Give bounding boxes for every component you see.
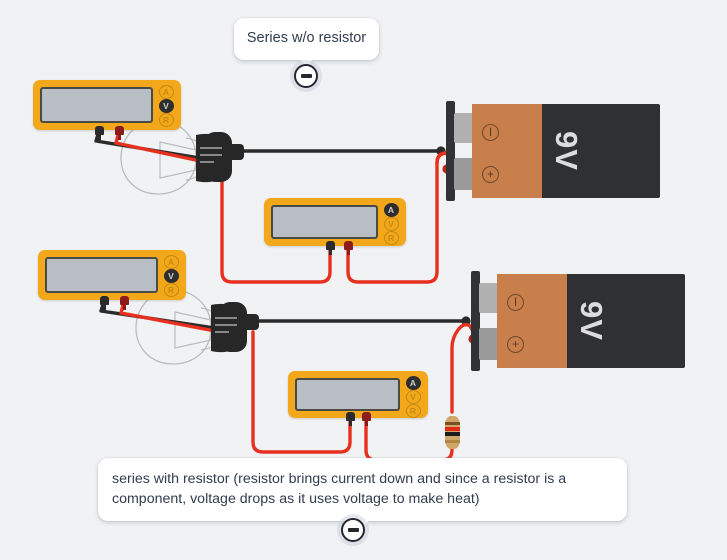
voltmeter-bottom-mode-buttons: A V R <box>160 255 182 297</box>
voltmeter-top-mode-buttons: A V R <box>155 85 177 127</box>
mode-button-amps[interactable]: A <box>383 203 399 217</box>
voltmeter-top-display <box>40 87 153 123</box>
voltmeter-top-probe-negative[interactable] <box>95 126 104 140</box>
note-top-text: Series w/o resistor <box>246 30 367 46</box>
battery-negative-symbol: I <box>482 124 499 141</box>
ammeter-top-probe-negative[interactable] <box>326 241 335 255</box>
battery-face <box>472 104 542 198</box>
ammeter-top-display <box>271 205 378 239</box>
battery-positive-symbol: + <box>507 336 524 353</box>
voltmeter-top[interactable]: A V R <box>33 80 181 130</box>
voltmeter-top-probe-positive[interactable] <box>115 126 124 140</box>
mode-button-amps[interactable]: A <box>158 85 174 99</box>
note-bottom-text: series with resistor (resistor brings cu… <box>112 471 567 508</box>
ammeter-top-mode-buttons: A V R <box>380 203 402 245</box>
voltmeter-bottom-probe-positive[interactable] <box>120 296 129 310</box>
voltmeter-bottom-probe-negative[interactable] <box>100 296 109 310</box>
note-top-tail <box>299 57 314 68</box>
ammeter-top[interactable]: A V R <box>264 198 406 246</box>
wire-bottom-resistor-to-battery <box>450 322 479 414</box>
resistor-band-1 <box>445 422 460 425</box>
battery-positive-symbol: + <box>482 166 499 183</box>
mode-button-amps[interactable]: A <box>163 255 179 269</box>
battery-negative-symbol: I <box>507 294 524 311</box>
mode-button-amps[interactable]: A <box>405 376 421 390</box>
resistor-band-3 <box>445 432 460 436</box>
wire-bottom-ammeter-to-resistor <box>364 412 454 462</box>
note-series-with-resistor[interactable]: series with resistor (resistor brings cu… <box>98 458 627 530</box>
minus-circle-icon <box>347 528 359 532</box>
ammeter-top-probe-positive[interactable] <box>344 241 353 255</box>
battery-bottom[interactable]: 9V I + <box>465 271 687 371</box>
voltmeter-bottom-display <box>45 257 158 293</box>
battery-top[interactable]: 9V I + <box>440 101 662 201</box>
ammeter-bottom-mode-buttons: A V R <box>402 376 424 418</box>
mode-button-volts[interactable]: V <box>383 217 399 231</box>
bulb-socket-top <box>196 132 244 183</box>
wire-bottom-bulb-to-ammeter <box>251 330 352 454</box>
mode-button-ohms[interactable]: R <box>158 113 174 127</box>
resistor-band-4 <box>445 440 460 443</box>
voltmeter-bottom[interactable]: A V R <box>38 250 186 300</box>
resistor-bottom[interactable] <box>445 416 460 449</box>
note-bottom-collapse-toggle[interactable] <box>341 518 365 542</box>
wire-top-bulb-to-ammeter <box>220 160 332 284</box>
note-series-without-resistor[interactable]: Series w/o resistor <box>234 18 379 68</box>
bulb-socket-bottom <box>211 302 259 353</box>
mode-button-ohms[interactable]: R <box>405 404 421 418</box>
mode-button-volts[interactable]: V <box>158 99 174 113</box>
ammeter-bottom-display <box>295 378 400 411</box>
resistor-band-2 <box>445 427 460 431</box>
ammeter-bottom-probe-positive[interactable] <box>362 412 371 426</box>
battery-face <box>497 274 567 368</box>
mode-button-ohms[interactable]: R <box>383 231 399 245</box>
battery-voltage-label: 9V <box>574 301 609 341</box>
probe-top-volt-negative <box>94 129 202 160</box>
ammeter-bottom[interactable]: A V R <box>288 371 428 418</box>
note-top-collapse-toggle[interactable] <box>294 64 318 88</box>
mode-button-volts[interactable]: V <box>405 390 421 404</box>
mode-button-ohms[interactable]: R <box>163 283 179 297</box>
battery-terminal-plate <box>471 271 480 371</box>
battery-terminal-plate <box>446 101 455 201</box>
mode-button-volts[interactable]: V <box>163 269 179 283</box>
probe-bottom-volt-negative <box>99 299 217 330</box>
minus-circle-icon <box>300 74 312 78</box>
ammeter-bottom-probe-negative[interactable] <box>346 412 355 426</box>
battery-voltage-label: 9V <box>549 131 584 171</box>
